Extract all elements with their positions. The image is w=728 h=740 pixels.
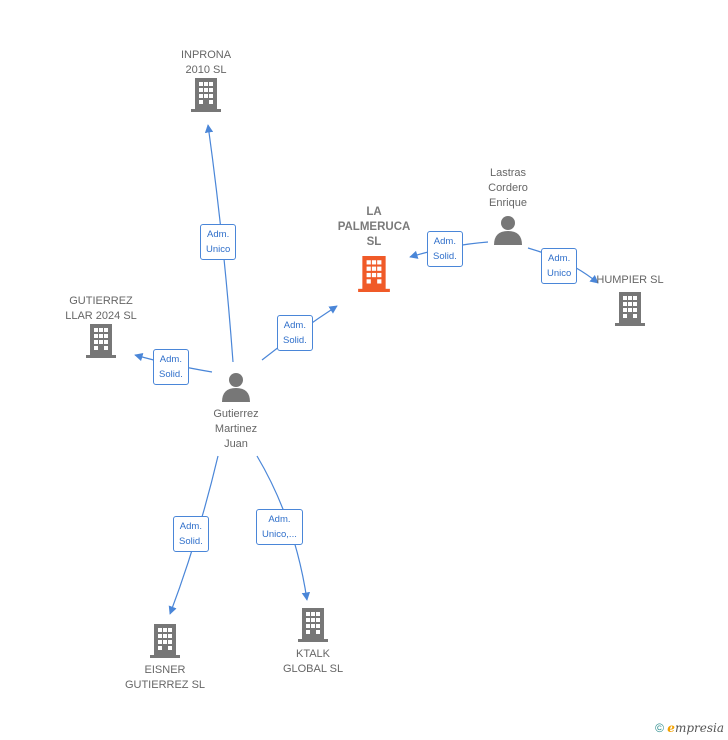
company-node-humpier[interactable]: HUMPIER SL: [588, 273, 672, 331]
company-node-inprona[interactable]: INPRONA 2010 SL: [166, 48, 246, 117]
company-node-eisner[interactable]: EISNER GUTIERREZ SL: [115, 624, 215, 693]
edge-label-juan-ktalk[interactable]: Adm. Unico,...: [256, 509, 303, 545]
edge-label-lastras-humpier[interactable]: Adm. Unico: [541, 248, 578, 284]
building-icon: [358, 256, 390, 297]
person-label: Lastras Cordero Enrique: [488, 167, 528, 209]
person-node-lastras[interactable]: Lastras Cordero Enrique: [468, 166, 548, 250]
person-label: Gutierrez Martinez Juan: [213, 408, 259, 450]
person-icon: [493, 215, 523, 250]
edge-label-juan-eisner[interactable]: Adm. Solid.: [173, 516, 209, 552]
company-node-central[interactable]: LA PALMERUCA SL: [331, 205, 417, 297]
person-icon: [221, 372, 251, 407]
company-label: INPRONA 2010 SL: [180, 49, 232, 76]
building-icon: [615, 292, 645, 331]
company-node-gutierrez-llar[interactable]: GUTIERREZ LLAR 2024 SL: [51, 294, 151, 363]
person-node-gutierrez-juan[interactable]: Gutierrez Martinez Juan: [196, 372, 276, 452]
company-label: HUMPIER SL: [596, 274, 664, 286]
company-label: EISNER GUTIERREZ SL: [124, 664, 206, 691]
central-company-label: LA PALMERUCA SL: [337, 206, 411, 248]
company-node-ktalk[interactable]: KTALK GLOBAL SL: [270, 608, 356, 677]
building-icon: [191, 78, 221, 117]
edge-label-juan-inprona[interactable]: Adm. Unico: [200, 224, 237, 260]
footer-brand: © empresia: [655, 721, 724, 735]
company-label: GUTIERREZ LLAR 2024 SL: [65, 295, 137, 322]
copyright-icon: ©: [655, 721, 664, 735]
company-label: KTALK GLOBAL SL: [282, 648, 344, 675]
brand-logo[interactable]: empresia: [667, 721, 724, 735]
edge-label-juan-llar[interactable]: Adm. Solid.: [153, 349, 189, 385]
building-icon: [86, 324, 116, 363]
building-icon: [298, 608, 328, 647]
building-icon: [150, 624, 180, 663]
edge-label-juan-central[interactable]: Adm. Solid.: [277, 315, 313, 351]
edge-label-lastras-central[interactable]: Adm. Solid.: [427, 231, 463, 267]
